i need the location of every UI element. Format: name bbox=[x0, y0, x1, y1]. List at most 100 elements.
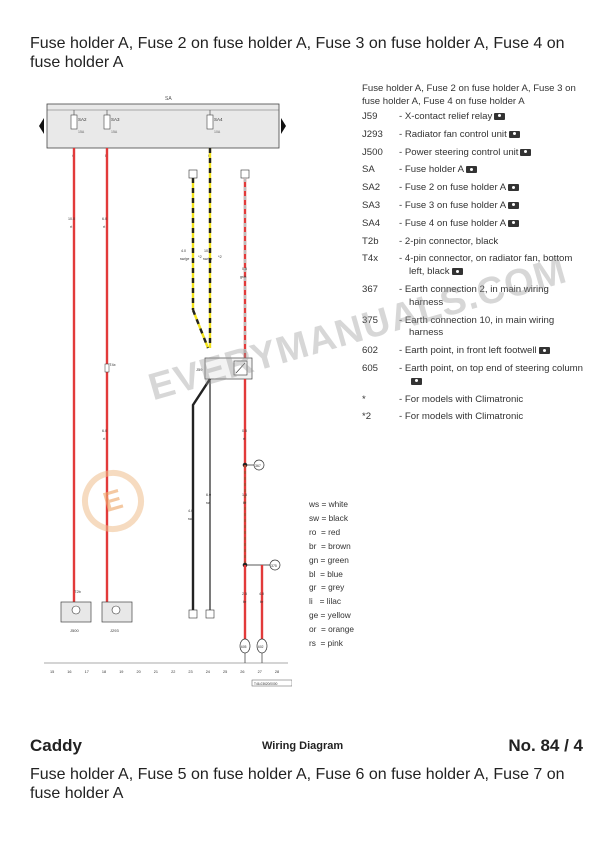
legend-item-code: J500 bbox=[362, 146, 383, 158]
wire-label-12-colour: br bbox=[260, 600, 264, 604]
camera-icon[interactable] bbox=[451, 268, 463, 276]
wire-black-1 bbox=[191, 378, 212, 612]
wire-label-12-size: 4.0 bbox=[259, 592, 264, 596]
earth-375-label: 375 bbox=[271, 564, 277, 568]
colour-key-item: rs = pink bbox=[309, 638, 343, 649]
earth-602-label: 602 bbox=[258, 645, 264, 649]
colour-key-item: ge = yellow bbox=[309, 610, 351, 621]
legend-item-code: T2b bbox=[362, 235, 379, 247]
legend-item: T2b- 2-pin connector, black bbox=[362, 236, 584, 249]
wire-black-1-bottom-connector bbox=[188, 609, 198, 619]
footer-model: Caddy bbox=[30, 736, 82, 755]
relay-j59-switch-line bbox=[235, 362, 246, 374]
camera-icon[interactable] bbox=[508, 184, 520, 192]
control-unit-j500-symbol bbox=[71, 605, 81, 615]
colour-key-item: gr = grey bbox=[309, 582, 345, 593]
legend-item-desc: - Earth connection 2, in main wiring har… bbox=[399, 283, 549, 308]
control-unit-j293-symbol bbox=[111, 605, 121, 615]
control-unit-j500-label: J500 bbox=[70, 628, 79, 633]
legend-item-desc: - Earth connection 10, in main wiring ha… bbox=[399, 314, 555, 339]
legend-item-desc: - Fuse 3 on fuse holder A bbox=[399, 200, 584, 213]
wire-label-9-size: 6.0 bbox=[206, 493, 211, 497]
control-unit-j293-label: J293 bbox=[110, 628, 119, 633]
wire-label-11-colour: br bbox=[243, 600, 247, 604]
legend-item-desc-text: Earth connection 2, in main wiring harne… bbox=[404, 283, 549, 308]
wire-label-8-colour: sw bbox=[188, 517, 193, 521]
legend-item-desc-text: Earth point, on top end of steering colu… bbox=[404, 362, 584, 374]
wire-label-7-colour: rt bbox=[243, 437, 245, 441]
colour-key-item: br = brown bbox=[309, 540, 351, 551]
camera-icon[interactable] bbox=[466, 166, 478, 174]
fuse-sa3-label: SA3 bbox=[111, 117, 120, 122]
wire-label-2-size: 6.0 bbox=[102, 217, 107, 221]
wire-label-6-size: 6.0 bbox=[102, 429, 107, 433]
legend-item-code: 367 bbox=[362, 283, 379, 295]
fuse-sa4-amp: 10A bbox=[214, 130, 221, 134]
legend-item-desc: - Earth point, in front left footwell bbox=[399, 345, 584, 358]
legend-item: *2- For models with Climatronic bbox=[362, 411, 584, 424]
colour-key-item: ws = white bbox=[309, 499, 348, 509]
earth-605-label: 605 bbox=[241, 645, 247, 649]
grid-number: 28 bbox=[275, 670, 279, 674]
legend-item-desc: - Radiator fan control unit bbox=[399, 129, 584, 142]
legend-item: SA- Fuse holder A bbox=[362, 164, 584, 177]
bus-arrow-right bbox=[281, 118, 286, 134]
grid-number: 23 bbox=[188, 670, 192, 674]
camera-icon[interactable] bbox=[508, 201, 520, 209]
colour-key-item: bl = blue bbox=[309, 568, 343, 579]
legend-item-desc-text: Fuse 2 on fuse holder A bbox=[404, 182, 507, 194]
camera-icon[interactable] bbox=[508, 219, 520, 227]
ref-code: T46-03620/0000 bbox=[254, 682, 278, 686]
legend-item-desc: - Power steering control unit bbox=[399, 147, 584, 160]
camera-icon[interactable] bbox=[520, 148, 532, 156]
grid-number: 24 bbox=[206, 670, 210, 674]
legend-item-code: 605 bbox=[362, 362, 379, 374]
legend-item-desc-text: 4-pin connector, on radiator fan, bottom… bbox=[404, 253, 573, 278]
legend-item-desc: - Earth point, on top end of steering co… bbox=[399, 363, 584, 389]
legend-item-desc-text: Earth point, in front left footwell bbox=[404, 345, 537, 357]
legend-item-code: SA4 bbox=[362, 217, 381, 229]
wire-black-2-bottom-connector bbox=[205, 609, 215, 619]
legend-item-desc: - 4-pin connector, on radiator fan, bott… bbox=[399, 253, 573, 278]
wire-label-2-colour: rt bbox=[103, 225, 105, 229]
legend-item-desc: - For models with Climatronic bbox=[399, 393, 524, 405]
note-star2-b: *2 bbox=[218, 254, 223, 259]
legend-item: SA2- Fuse 2 on fuse holder A bbox=[362, 182, 584, 195]
camera-icon[interactable] bbox=[538, 347, 550, 355]
fuse-sa4: SA4 10A bbox=[206, 110, 223, 134]
legend-item: 605 - Earth point, on top end of steering… bbox=[362, 363, 584, 389]
fuse-sa2-amp: 15A bbox=[78, 130, 85, 134]
legend-item-code: * bbox=[362, 393, 366, 405]
ref-code-box bbox=[251, 679, 292, 687]
wire-sw-ge-1-top-connector bbox=[188, 169, 198, 179]
footer-page-number: No. 84 / 4 bbox=[508, 736, 583, 755]
page-title: Fuse holder A, Fuse 2 on fuse holder A, … bbox=[30, 35, 565, 71]
legend-item: 375 - Earth connection 10, in main wiring… bbox=[362, 315, 584, 341]
camera-icon[interactable] bbox=[411, 377, 422, 385]
wire-label-3-size: 4.0 bbox=[181, 249, 186, 253]
camera-icon[interactable] bbox=[494, 112, 506, 120]
footer-doc-type: Wiring Diagram bbox=[262, 740, 344, 752]
colour-key-item: sw = black bbox=[309, 512, 348, 523]
legend-item-code: 375 bbox=[362, 314, 379, 326]
wiring-diagram: SA SA2 15A SA3 15A SA4 10A C E H 10.0 rt… bbox=[39, 96, 292, 687]
legend-item: SA4- Fuse 4 on fuse holder A bbox=[362, 218, 584, 231]
fuse-sa3: SA3 15A bbox=[103, 110, 120, 134]
legend-item-desc-text: Fuse 3 on fuse holder A bbox=[404, 199, 507, 211]
grid-number: 19 bbox=[119, 670, 123, 674]
grid-number: 17 bbox=[85, 670, 89, 674]
grid-number: 21 bbox=[154, 670, 158, 674]
fuse-holder-bus bbox=[46, 103, 280, 149]
legend-item-desc: - For models with Climatronic bbox=[399, 411, 524, 423]
wire-label-1-size: 10.0 bbox=[68, 217, 75, 221]
wire-label-7-size: 0.5 bbox=[242, 429, 247, 433]
fuse-sa2-label: SA2 bbox=[78, 117, 87, 122]
colour-key-item: li = lilac bbox=[309, 596, 342, 607]
grid-number: 22 bbox=[171, 670, 175, 674]
legend-item: 367 - Earth connection 2, in main wiring … bbox=[362, 284, 584, 310]
connector-t4x-mark bbox=[104, 363, 110, 373]
colour-key-item: gn = green bbox=[309, 554, 349, 565]
camera-icon[interactable] bbox=[508, 130, 520, 138]
